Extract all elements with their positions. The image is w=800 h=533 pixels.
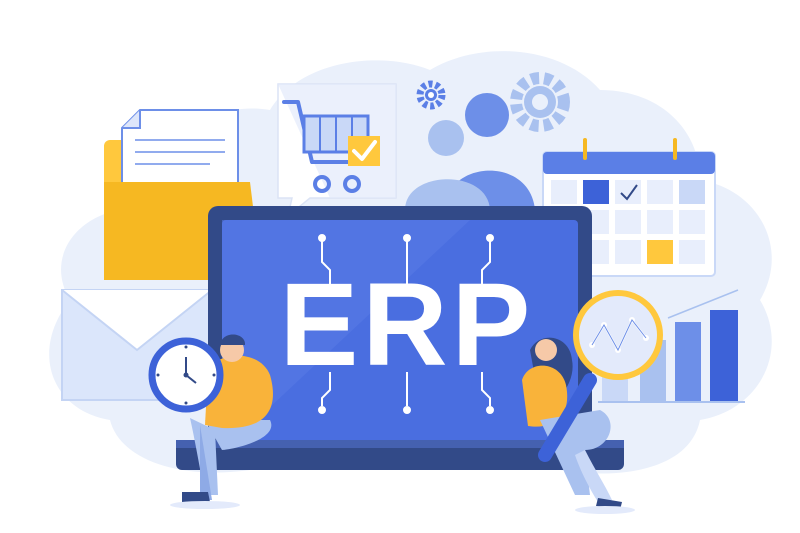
gear-icon — [416, 80, 446, 110]
gear-icon — [510, 72, 570, 132]
clock-icon — [148, 337, 224, 413]
check-icon — [348, 136, 380, 166]
circuit-lines — [318, 234, 494, 414]
magnifier-icon — [538, 290, 663, 462]
ground-shadow — [170, 501, 635, 514]
line-chart-icon — [589, 317, 649, 353]
cart-card — [277, 83, 397, 218]
erp-title: ERP — [280, 259, 535, 391]
bar-chart-icon — [598, 289, 745, 403]
users-icon — [405, 93, 535, 210]
